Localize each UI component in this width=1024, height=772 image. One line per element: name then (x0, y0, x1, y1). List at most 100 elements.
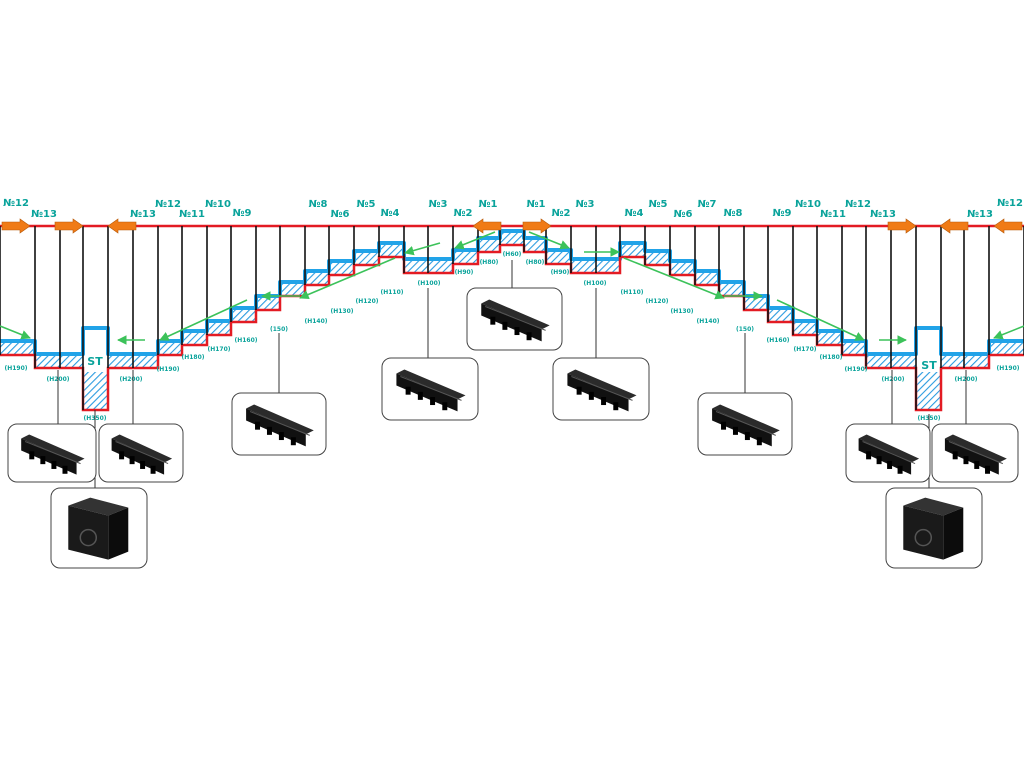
hatch-area (941, 354, 964, 368)
hatch-area (158, 341, 182, 355)
trap-front (903, 505, 944, 560)
height-label: (H170) (207, 346, 230, 353)
water-surface (0, 229, 1024, 356)
channel-top (246, 404, 314, 435)
segment-number: №9 (773, 208, 792, 219)
segment-number: №6 (331, 209, 350, 220)
hatch-area (231, 308, 256, 322)
channel-side (246, 408, 306, 447)
channel-top (111, 434, 173, 463)
hatch-area (842, 341, 866, 355)
channel-icon (21, 434, 85, 475)
channel-rim (715, 411, 776, 436)
product-images (7, 260, 1019, 569)
trap-top (903, 497, 964, 516)
channel-side (712, 408, 772, 447)
channel-foot (417, 391, 423, 400)
channel-foot (601, 397, 607, 406)
channel-icon (246, 404, 314, 447)
orange-arrow (887, 218, 917, 234)
height-label: (H200) (119, 376, 142, 383)
segment-number: №8 (309, 199, 328, 210)
height-label: (H140) (304, 318, 327, 325)
channel-foot (963, 456, 969, 465)
segment-number: №1 (527, 199, 546, 210)
channel-top (712, 404, 780, 435)
hatch-area (916, 372, 941, 410)
channel-foot (526, 332, 532, 341)
channel-top (481, 299, 550, 330)
channel-icon (858, 434, 920, 475)
height-label: (H120) (645, 298, 668, 305)
channel-foot (442, 402, 448, 411)
flow-arrow (776, 299, 865, 341)
hatch-area (404, 259, 428, 273)
segment-number: №2 (552, 208, 571, 219)
channel-foot (613, 402, 619, 411)
channel-foot (897, 465, 903, 474)
hatch-area (453, 250, 478, 264)
channel-side (481, 303, 542, 342)
channel-foot (974, 460, 980, 469)
hatch-area (428, 259, 453, 273)
segment-number: №13 (967, 209, 993, 220)
height-label: (H160) (766, 337, 789, 344)
height-label: (150) (736, 326, 754, 333)
height-label: (150) (270, 326, 288, 333)
segment-number: №13 (31, 209, 57, 220)
segment-number: №5 (357, 199, 376, 210)
hatch-area (620, 243, 645, 257)
channel-side (858, 438, 912, 475)
height-label: (H130) (670, 308, 693, 315)
channel-foot (51, 460, 57, 469)
segment-number: №3 (429, 199, 448, 210)
hatch-area (524, 238, 546, 252)
segment-number: №4 (381, 208, 400, 219)
segment-number: №12 (155, 199, 181, 210)
segment-number: №8 (724, 208, 743, 219)
height-label: (H110) (620, 289, 643, 296)
hatch-area (670, 261, 695, 275)
segment-number: №13 (130, 209, 156, 220)
trap-side (108, 507, 129, 560)
height-label: (H130) (330, 308, 353, 315)
hatch-area (0, 341, 35, 355)
channel-foot (29, 451, 35, 460)
height-label: (H120) (355, 298, 378, 305)
channel-foot (732, 426, 738, 435)
channel-foot (119, 451, 125, 460)
hatch-area (133, 354, 158, 368)
channel-top (858, 434, 920, 463)
channel-icon (396, 369, 466, 412)
channel-foot (887, 460, 893, 469)
sandtrap-icon (68, 497, 129, 560)
height-label: (H140) (696, 318, 719, 325)
channel-foot (502, 321, 508, 330)
channel-rim (862, 441, 916, 465)
channel-foot (150, 465, 156, 474)
hatch-area (891, 354, 916, 368)
hatch-area (768, 308, 793, 322)
orange-arrow (107, 218, 137, 234)
st-label: ST (921, 359, 937, 372)
hatch-area (60, 354, 83, 368)
channel-side (396, 373, 458, 412)
orange-arrow (522, 218, 552, 234)
height-label: (H100) (583, 280, 606, 287)
segment-number: №3 (576, 199, 595, 210)
channel-foot (405, 386, 411, 395)
hatch-area (989, 341, 1024, 355)
flow-arrows (0, 218, 1024, 345)
channel-top (944, 434, 1007, 463)
segment-number: №9 (233, 208, 252, 219)
channel-bottom-outline (0, 243, 1024, 412)
height-label: (H170) (793, 346, 816, 353)
height-label: (H200) (881, 376, 904, 383)
channel-rim (948, 441, 1004, 465)
channel-side (944, 438, 999, 475)
hatch-area (305, 271, 329, 285)
height-label: (H60) (503, 251, 522, 258)
hatch-area (354, 251, 379, 265)
channel-foot (744, 432, 750, 441)
